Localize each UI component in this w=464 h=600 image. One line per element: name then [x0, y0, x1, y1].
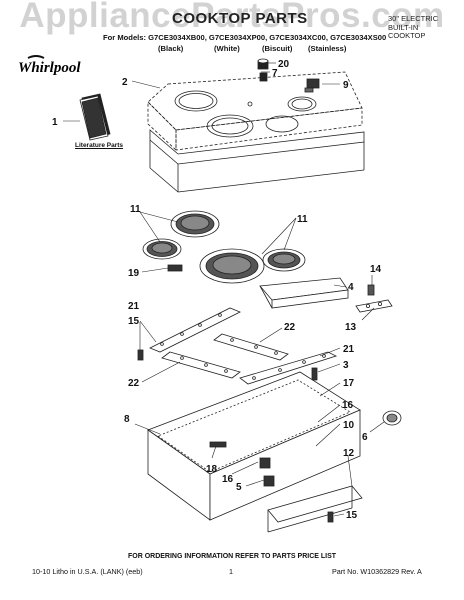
- callout-10: 10: [343, 420, 355, 431]
- surface-element-center: [199, 248, 265, 284]
- callout-12: 12: [343, 448, 355, 459]
- footer-page-number: 1: [229, 567, 233, 576]
- support-rail-22-upper: [213, 333, 289, 361]
- element-ring: [265, 115, 299, 133]
- models-line: For Models: G7CE3034XB00, G7CE3034XP00, …: [103, 33, 387, 42]
- callout-22-lower: 22: [128, 378, 140, 389]
- callout-16-upper: 16: [342, 400, 354, 411]
- callout-4: 4: [348, 282, 354, 293]
- footer-part-number: Part No. W10362829 Rev. A: [332, 567, 422, 576]
- knob-20: [257, 58, 269, 70]
- callout-13: 13: [345, 322, 357, 333]
- support-rail-22-lower: [161, 351, 241, 379]
- color-label: (White): [214, 44, 240, 53]
- color-label: (Black): [158, 44, 184, 53]
- cooktop-frame: [149, 129, 365, 193]
- section-title: COOKTOP PARTS: [172, 10, 308, 27]
- footer-left: 10-10 Litho in U.S.A. (LANK) (eeb): [32, 567, 143, 576]
- element-clip: [167, 264, 183, 272]
- callout-20: 20: [278, 59, 290, 70]
- leader-lines: [63, 62, 385, 517]
- doc-type: 30" ELECTRIC BUILT-IN COOKTOP: [388, 14, 439, 41]
- support-rail-21-upper: [149, 307, 241, 353]
- callout-7: 7: [272, 68, 278, 79]
- literature-label: Literature Parts: [75, 142, 124, 149]
- callout-11-left: 11: [130, 204, 141, 215]
- terminal-16-lower: [259, 457, 271, 469]
- color-label: (Biscuit): [262, 44, 293, 53]
- callout-8: 8: [124, 414, 130, 425]
- literature-booklet: [79, 93, 111, 141]
- callout-labels: 1 2 7 20 9 11 11 19 14 4 21 15 22 13 3 2…: [52, 59, 382, 521]
- callout-15-upper: 15: [128, 316, 140, 327]
- element-ring: [174, 90, 218, 112]
- element-ring: [178, 93, 214, 109]
- limiter-6: [382, 410, 402, 426]
- bracket-14: [367, 284, 375, 296]
- surface-element-left: [142, 238, 182, 260]
- callout-22-upper: 22: [284, 322, 296, 333]
- brand-logo: Whirlpool: [16, 54, 88, 76]
- brand-logo-text: Whirlpool: [18, 60, 81, 76]
- callout-14: 14: [370, 264, 382, 275]
- callout-17: 17: [343, 378, 355, 389]
- screw-15-upper: [137, 349, 144, 361]
- callout-15-lower: 15: [346, 510, 358, 521]
- callout-1: 1: [52, 117, 58, 128]
- screw-3: [311, 367, 318, 381]
- screw-15-lower: [327, 511, 334, 523]
- callout-3: 3: [343, 360, 349, 371]
- callout-16-lower: 16: [222, 474, 234, 485]
- callout-21-lower: 21: [343, 344, 355, 355]
- callout-21-upper: 21: [128, 301, 140, 312]
- callout-2: 2: [122, 77, 128, 88]
- callout-5: 5: [236, 482, 242, 493]
- surface-element-rear: [170, 210, 220, 238]
- doc-type-line: BUILT-IN: [388, 22, 419, 32]
- callout-19: 19: [128, 268, 140, 279]
- order-note: FOR ORDERING INFORMATION REFER TO PARTS …: [127, 553, 337, 560]
- indicator-dot: [247, 101, 253, 107]
- doc-type-line: COOKTOP: [388, 31, 426, 41]
- element-ring: [287, 96, 317, 112]
- callout-6: 6: [362, 432, 368, 443]
- callout-9: 9: [343, 80, 349, 91]
- element-ring: [291, 98, 313, 110]
- element-ring: [211, 117, 249, 135]
- surface-element-right: [262, 248, 306, 272]
- callout-11-right: 11: [297, 214, 308, 225]
- element-ring: [206, 114, 254, 138]
- bottom-plate: [267, 485, 363, 533]
- color-label: (Stainless): [308, 44, 347, 53]
- terminal-5: [263, 475, 275, 487]
- watermark: AppliancePartsPros.com: [19, 0, 445, 35]
- switch-9: [304, 78, 320, 93]
- chassis-box: [147, 371, 361, 521]
- callout-18: 18: [206, 464, 218, 475]
- fuse-block-18: [209, 441, 227, 448]
- doc-type-line: 30" ELECTRIC: [388, 14, 439, 23]
- bracket-13: [355, 299, 393, 313]
- knob-7: [259, 72, 268, 82]
